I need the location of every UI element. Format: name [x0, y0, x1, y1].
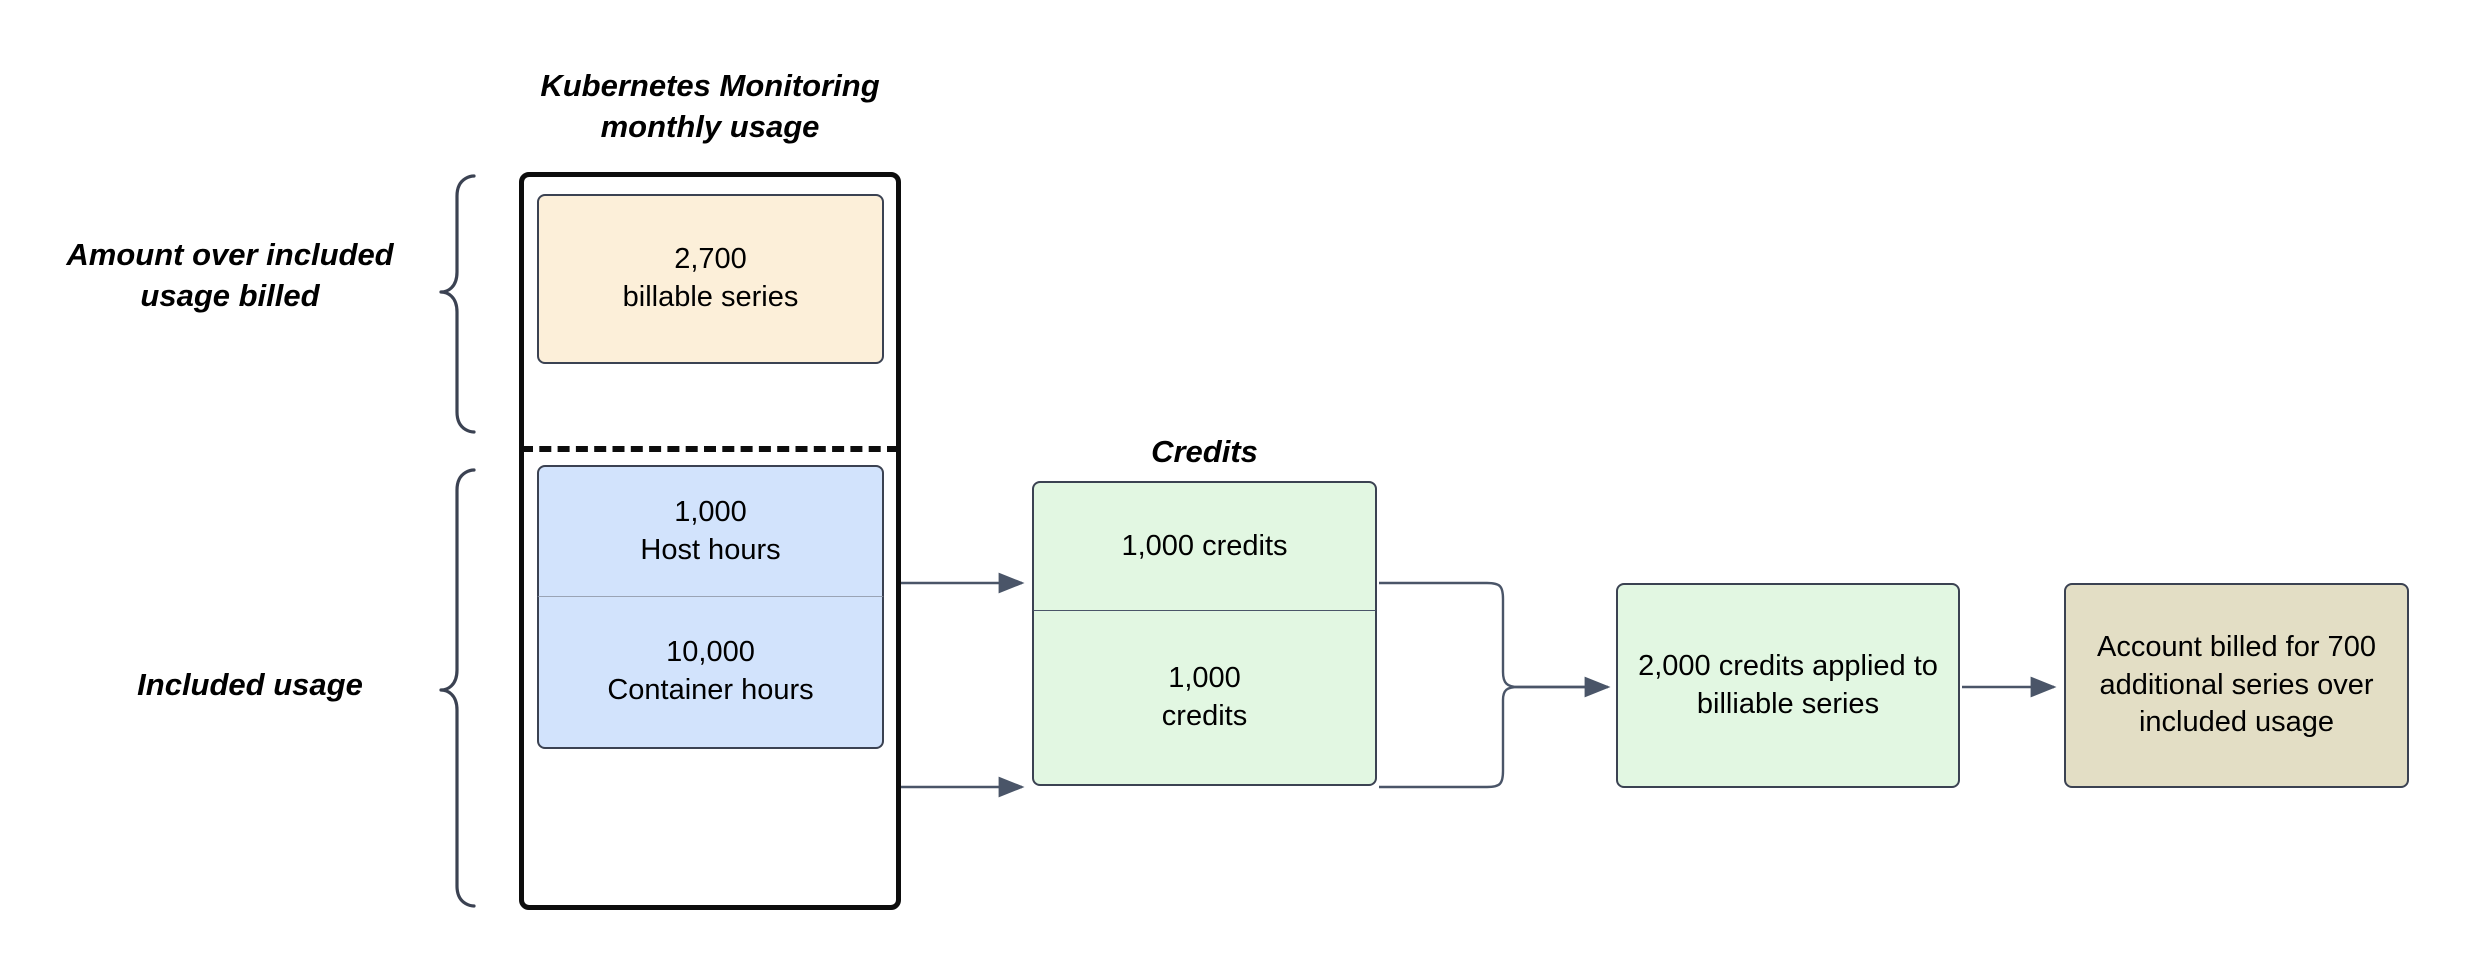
node-host-hours[interactable]: 1,000 Host hours — [537, 465, 884, 597]
node-account-billed-additional-series[interactable]: Account billed for 700 additional series… — [2064, 583, 2409, 788]
brace-label-included-usage: Included usage — [137, 667, 363, 702]
brace-label-amount-over-included-usage: Amount over included usage billed — [66, 237, 394, 313]
node-container-hours[interactable]: 10,000 Container hours — [537, 597, 884, 749]
edge-credits-merge-to-applied — [1379, 581, 1611, 789]
brace-amount-over-icon — [439, 174, 476, 434]
brace-included-usage-icon — [439, 468, 476, 908]
usage-group-title: Kubernetes Monitoring monthly usage — [540, 68, 880, 144]
node-credits-applied-to-billable-series[interactable]: 2,000 credits applied to billiable serie… — [1616, 583, 1960, 788]
node-credits-from-container-hours[interactable]: 1,000 credits — [1032, 611, 1377, 786]
included-usage-divider — [521, 446, 899, 452]
node-credits-from-host-hours[interactable]: 1,000 credits — [1032, 481, 1377, 611]
credits-group-title: Credits — [1151, 434, 1258, 469]
node-billable-series[interactable]: 2,700 billable series — [537, 194, 884, 364]
